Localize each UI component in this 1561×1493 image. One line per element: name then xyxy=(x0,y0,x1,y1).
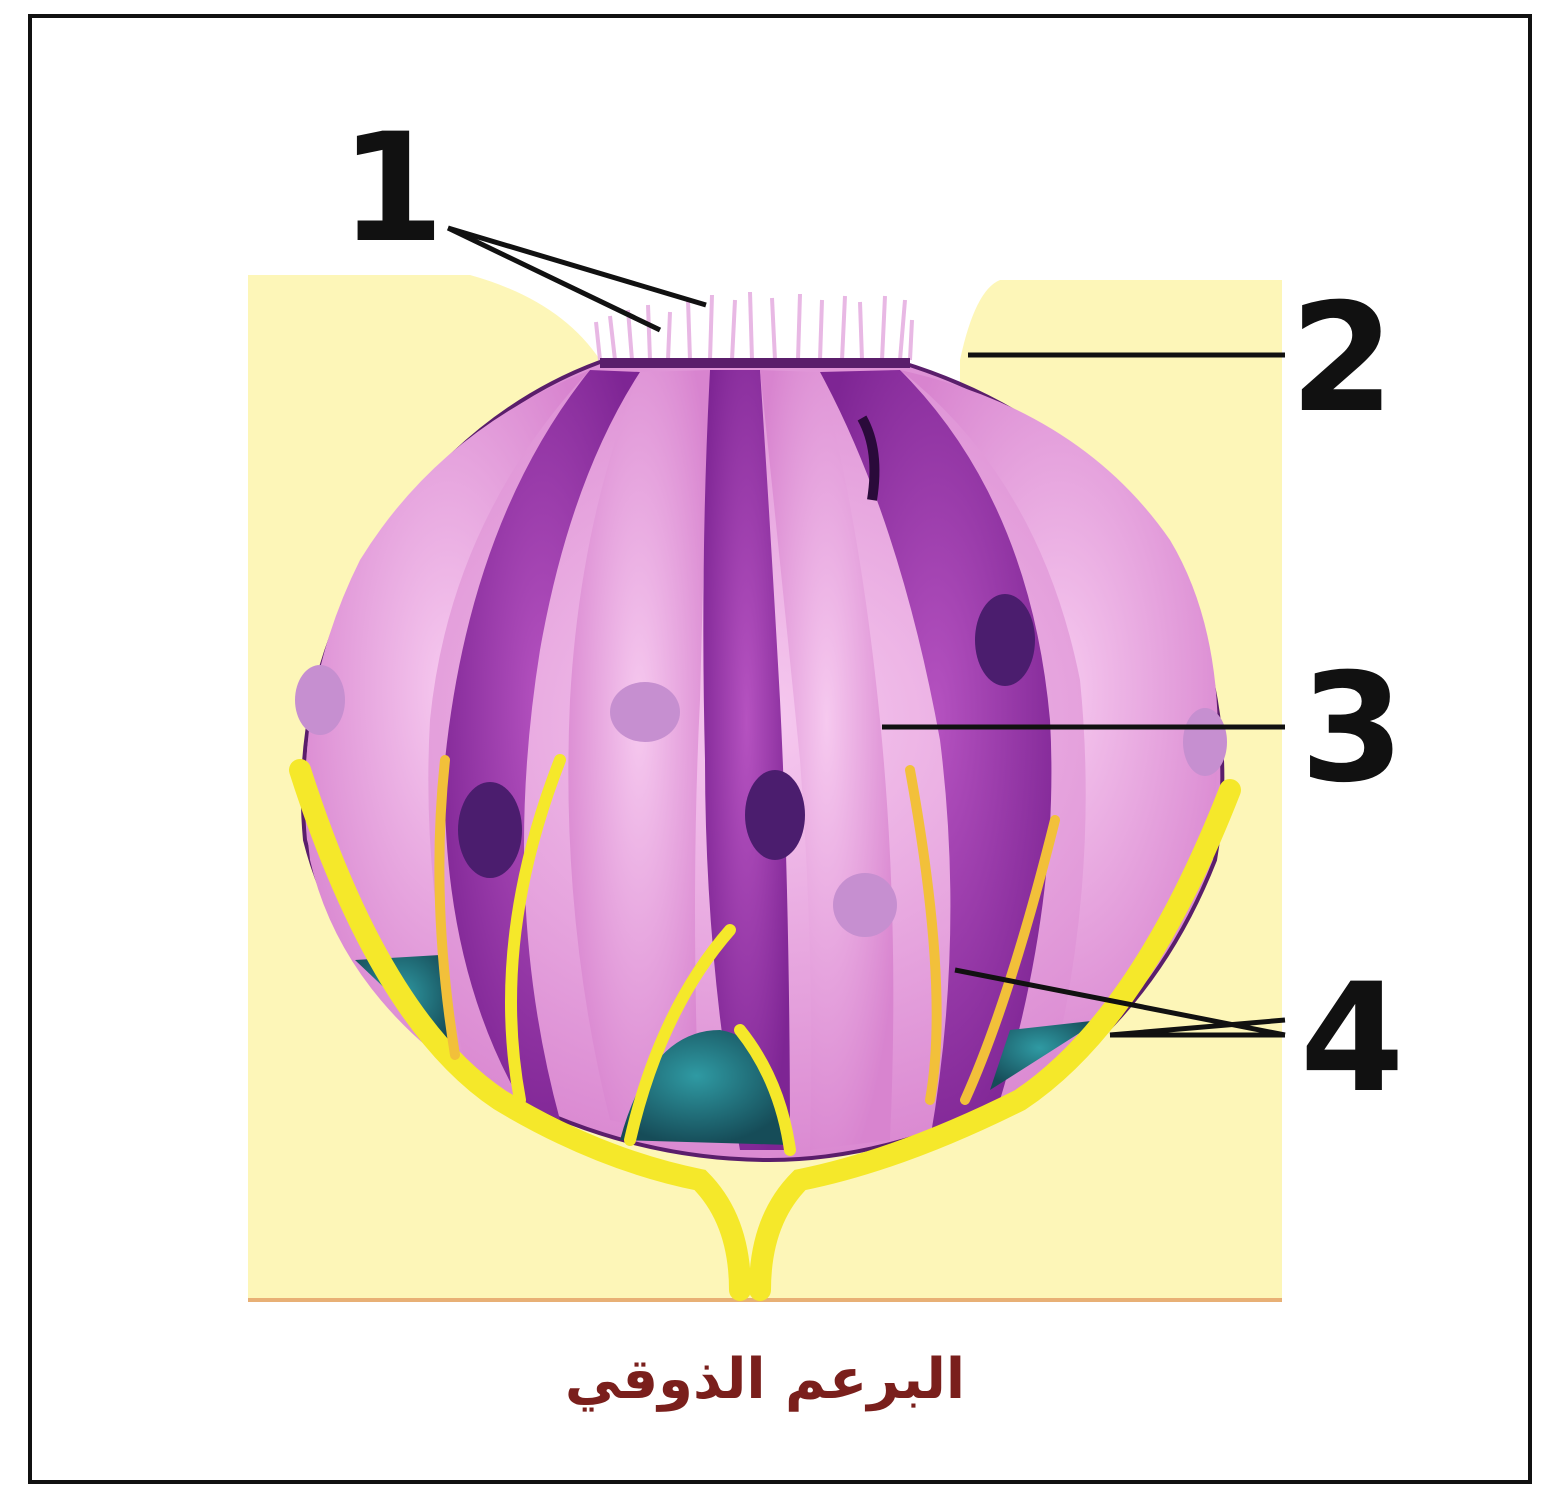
label-1: 1 xyxy=(340,102,444,276)
taste-pore-edge xyxy=(600,358,910,368)
label-2: 2 xyxy=(1290,272,1394,446)
label-4: 4 xyxy=(1300,952,1404,1126)
label-3: 3 xyxy=(1300,642,1404,816)
diagram-caption: البرعم الذوقي xyxy=(565,1347,965,1412)
taste-hairs xyxy=(596,292,912,360)
